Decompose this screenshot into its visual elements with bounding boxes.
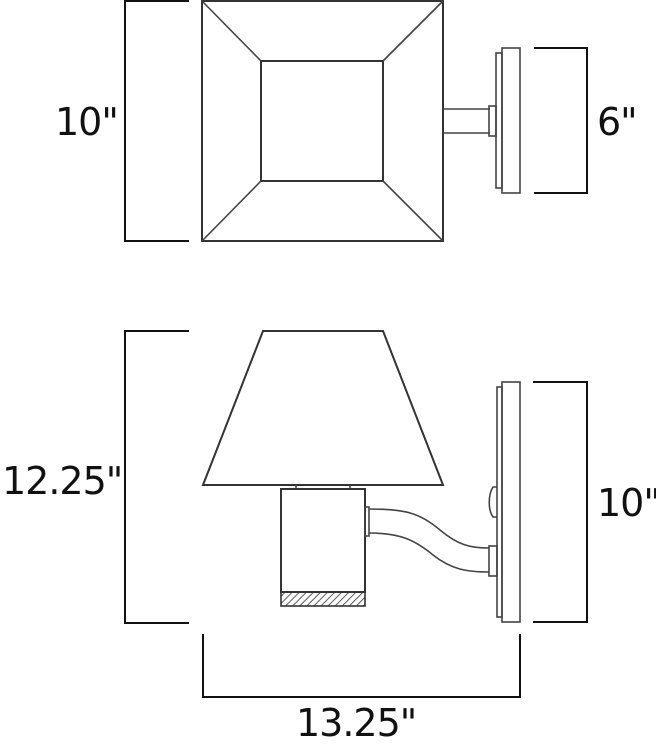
top-backplate-bracket xyxy=(534,47,588,194)
side-height-label: 12.25" xyxy=(2,459,123,503)
side-backplate xyxy=(496,381,521,623)
side-height-bracket xyxy=(124,330,189,624)
side-hatched-base xyxy=(280,591,366,607)
side-view xyxy=(124,330,588,698)
top-arm xyxy=(443,105,497,137)
side-body xyxy=(280,488,366,593)
side-backplate-label: 10" xyxy=(597,481,656,525)
side-curved-arm xyxy=(368,508,498,577)
top-backplate xyxy=(495,47,521,194)
top-shade xyxy=(201,0,444,242)
top-height-bracket xyxy=(124,0,189,242)
top-height-label: 10" xyxy=(55,100,119,144)
top-view xyxy=(124,0,588,242)
side-backplate-bracket xyxy=(533,381,588,623)
side-knob xyxy=(488,486,497,518)
top-backplate-label: 6" xyxy=(597,100,638,144)
side-shade xyxy=(201,330,445,486)
side-extension-label: 13.25" xyxy=(296,701,417,745)
side-body-collar xyxy=(364,506,370,537)
side-extension-bracket xyxy=(202,634,521,698)
